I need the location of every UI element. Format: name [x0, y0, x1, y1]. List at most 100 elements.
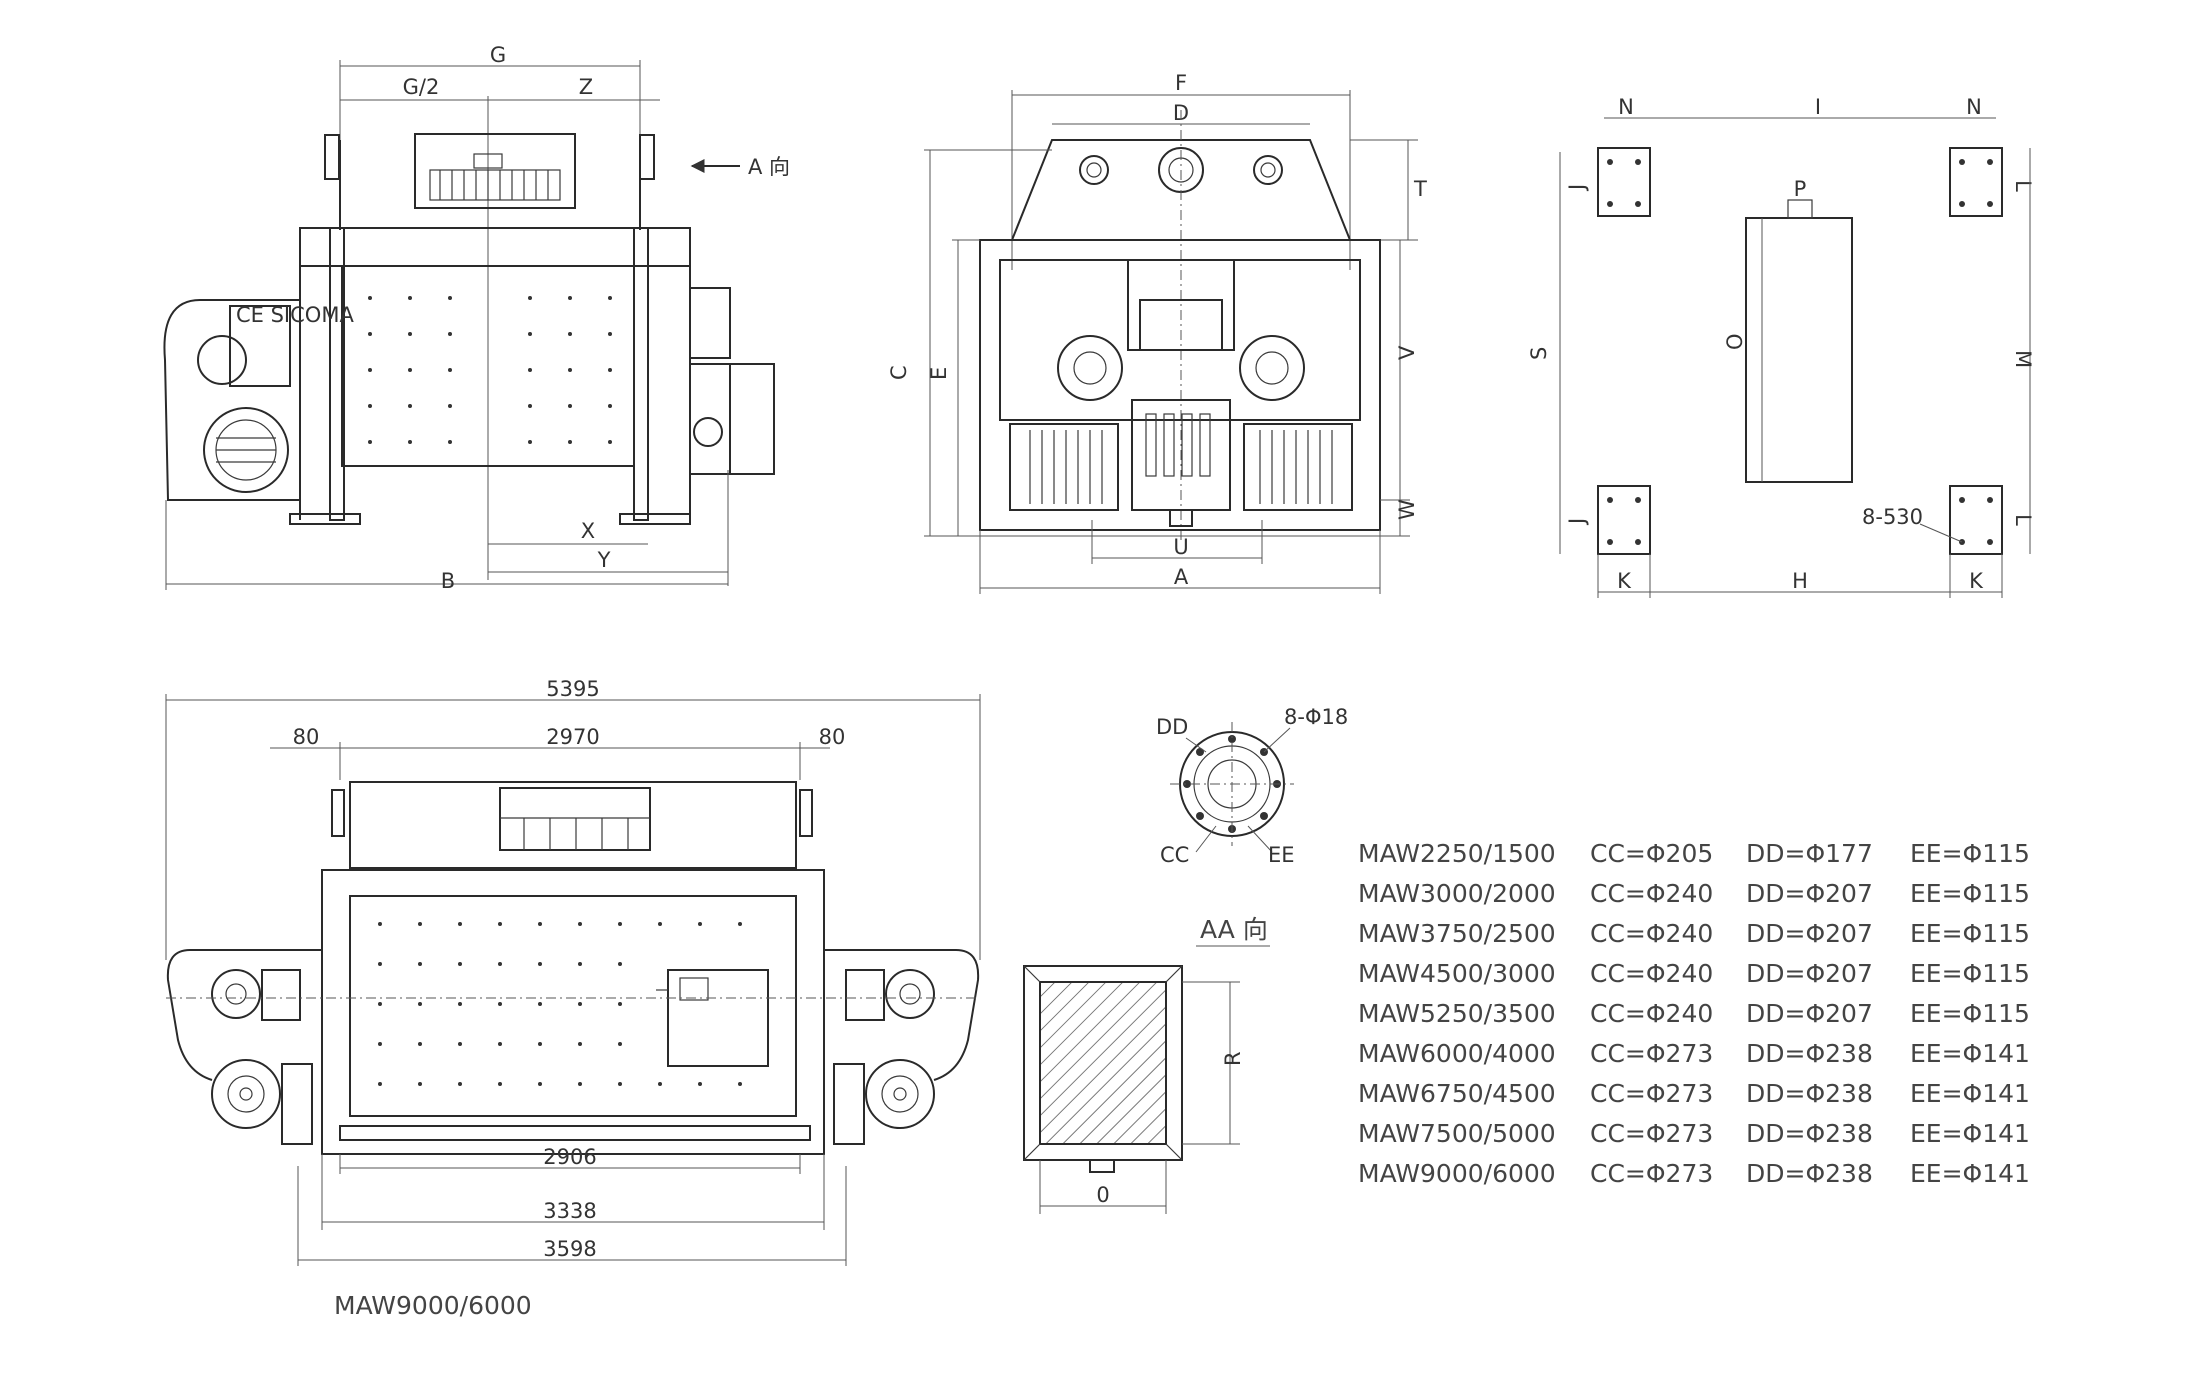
spec-dd: DD=Φ238: [1746, 1159, 1873, 1188]
spec-model: MAW3750/2500: [1358, 919, 1556, 948]
spec-cc: CC=Φ273: [1590, 1079, 1713, 1108]
dim-l1-label: L: [2011, 180, 2035, 192]
flange-ee-label: EE: [1268, 843, 1295, 867]
model-caption: MAW9000/6000: [334, 1291, 532, 1320]
right-motor-fins: [1259, 430, 1333, 504]
spec-model: MAW6000/4000: [1358, 1039, 1556, 1068]
dim-l2-label: L: [2011, 514, 2035, 526]
spec-dd: DD=Φ238: [1746, 1039, 1873, 1068]
aa-dim-r-label: R: [1221, 1051, 1245, 1066]
dim-left-80-label: 80: [293, 725, 320, 749]
dim-o-label: O: [1723, 333, 1747, 350]
side-view: F D T: [887, 71, 1427, 594]
spec-cc: CC=Φ240: [1590, 959, 1713, 988]
spec-dd: DD=Φ238: [1746, 1119, 1873, 1148]
dim-n2-label: N: [1966, 95, 1982, 119]
dim-h-label: H: [1792, 569, 1808, 593]
flange-dd-label: DD: [1156, 715, 1188, 739]
spec-ee: EE=Φ115: [1910, 999, 2030, 1028]
dim-s-label: S: [1527, 347, 1551, 360]
spec-ee: EE=Φ115: [1910, 919, 2030, 948]
spec-dd: DD=Φ207: [1746, 999, 1873, 1028]
spec-dd: DD=Φ207: [1746, 919, 1873, 948]
holes-callout-label: 8-530: [1862, 505, 1923, 529]
spec-row: MAW4500/3000 CC=Φ240 DD=Φ207 EE=Φ115: [1358, 959, 2030, 988]
dim-i-label: I: [1815, 95, 1821, 119]
dim-base2-label: 3338: [543, 1199, 596, 1223]
spec-row: MAW9000/6000 CC=Φ273 DD=Φ238 EE=Φ141: [1358, 1159, 2030, 1188]
elevation-rivets: [378, 922, 742, 1086]
spec-ee: EE=Φ141: [1910, 1039, 2030, 1068]
dim-right-80-label: 80: [819, 725, 846, 749]
spec-row: MAW6000/4000 CC=Φ273 DD=Φ238 EE=Φ141: [1358, 1039, 2030, 1068]
spec-row: MAW6750/4500 CC=Φ273 DD=Φ238 EE=Φ141: [1358, 1079, 2030, 1108]
dim-b-label: B: [441, 569, 455, 593]
dim-base3-label: 3598: [543, 1237, 596, 1261]
door-grille: [439, 170, 549, 200]
spec-cc: CC=Φ273: [1590, 1119, 1713, 1148]
spec-model: MAW6750/4500: [1358, 1079, 1556, 1108]
brand-label: CE SICOMA: [236, 303, 354, 327]
spec-ee: EE=Φ115: [1910, 959, 2030, 988]
spec-row: MAW2250/1500 CC=Φ205 DD=Φ177 EE=Φ115: [1358, 839, 2030, 868]
flange-cc-label: CC: [1160, 843, 1189, 867]
dim-a-label: A: [1174, 565, 1189, 589]
dim-k1-label: K: [1617, 569, 1632, 593]
spec-dd: DD=Φ207: [1746, 959, 1873, 988]
spec-table: MAW2250/1500 CC=Φ205 DD=Φ177 EE=Φ115 MAW…: [1358, 839, 2030, 1188]
dim-k2-label: K: [1969, 569, 1984, 593]
spec-model: MAW3000/2000: [1358, 879, 1556, 908]
dim-base1-label: 2906: [543, 1145, 596, 1169]
plan-view: N I N J L P O S M J L 8-530 K: [1527, 95, 2035, 598]
spec-model: MAW5250/3500: [1358, 999, 1556, 1028]
spec-cc: CC=Φ240: [1590, 999, 1713, 1028]
dim-y-label: Y: [597, 548, 611, 572]
spec-cc: CC=Φ240: [1590, 879, 1713, 908]
spec-row: MAW5250/3500 CC=Φ240 DD=Φ207 EE=Φ115: [1358, 999, 2030, 1028]
dim-inner-label: 2970: [546, 725, 599, 749]
dim-overall-label: 5395: [546, 677, 599, 701]
spec-ee: EE=Φ141: [1910, 1159, 2030, 1188]
dim-g-half-label: G/2: [403, 75, 440, 99]
dim-j2-label: J: [1565, 518, 1589, 526]
dim-z-label: Z: [579, 75, 593, 99]
spec-model: MAW2250/1500: [1358, 839, 1556, 868]
tank-rivets: [368, 296, 612, 444]
dim-c-label: C: [887, 365, 911, 380]
spec-ee: EE=Φ141: [1910, 1119, 2030, 1148]
aa-view-title: AA 向: [1200, 915, 1268, 944]
spec-cc: CC=Φ240: [1590, 919, 1713, 948]
spec-ee: EE=Φ141: [1910, 1079, 2030, 1108]
dim-x-label: X: [581, 519, 595, 543]
flange-holes-label: 8-Φ18: [1284, 705, 1348, 729]
dim-g-label: G: [490, 43, 506, 67]
aa-view: AA 向 R 0: [1023, 915, 1270, 1214]
spec-cc: CC=Φ205: [1590, 839, 1713, 868]
elevation-view: 5395 80 2970 80: [165, 677, 981, 1320]
dim-t-label: T: [1413, 177, 1427, 201]
spec-ee: EE=Φ115: [1910, 879, 2030, 908]
left-motor-fins: [1029, 430, 1103, 504]
front-view: G G/2 Z A 向: [163, 43, 790, 593]
spec-cc: CC=Φ273: [1590, 1039, 1713, 1068]
spec-model: MAW7500/5000: [1358, 1119, 1556, 1148]
dim-e-label: E: [927, 367, 951, 380]
flange-detail: DD 8-Φ18 CC EE: [1156, 705, 1348, 867]
spec-row: MAW3750/2500 CC=Φ240 DD=Φ207 EE=Φ115: [1358, 919, 2030, 948]
spec-ee: EE=Φ115: [1910, 839, 2030, 868]
dim-f-label: F: [1175, 71, 1187, 95]
spec-model: MAW4500/3000: [1358, 959, 1556, 988]
aa-dim-o-label: 0: [1096, 1183, 1109, 1207]
spec-dd: DD=Φ238: [1746, 1079, 1873, 1108]
dim-n1-label: N: [1618, 95, 1634, 119]
spec-cc: CC=Φ273: [1590, 1159, 1713, 1188]
dim-m-label: M: [2011, 350, 2035, 368]
spec-row: MAW3000/2000 CC=Φ240 DD=Φ207 EE=Φ115: [1358, 879, 2030, 908]
dim-p-label: P: [1794, 177, 1807, 201]
dim-j1-label: J: [1565, 184, 1589, 192]
a-direction-label: A 向: [748, 155, 790, 179]
spec-model: MAW9000/6000: [1358, 1159, 1556, 1188]
dim-u-label: U: [1173, 535, 1188, 559]
center-louvers: [1145, 413, 1211, 477]
